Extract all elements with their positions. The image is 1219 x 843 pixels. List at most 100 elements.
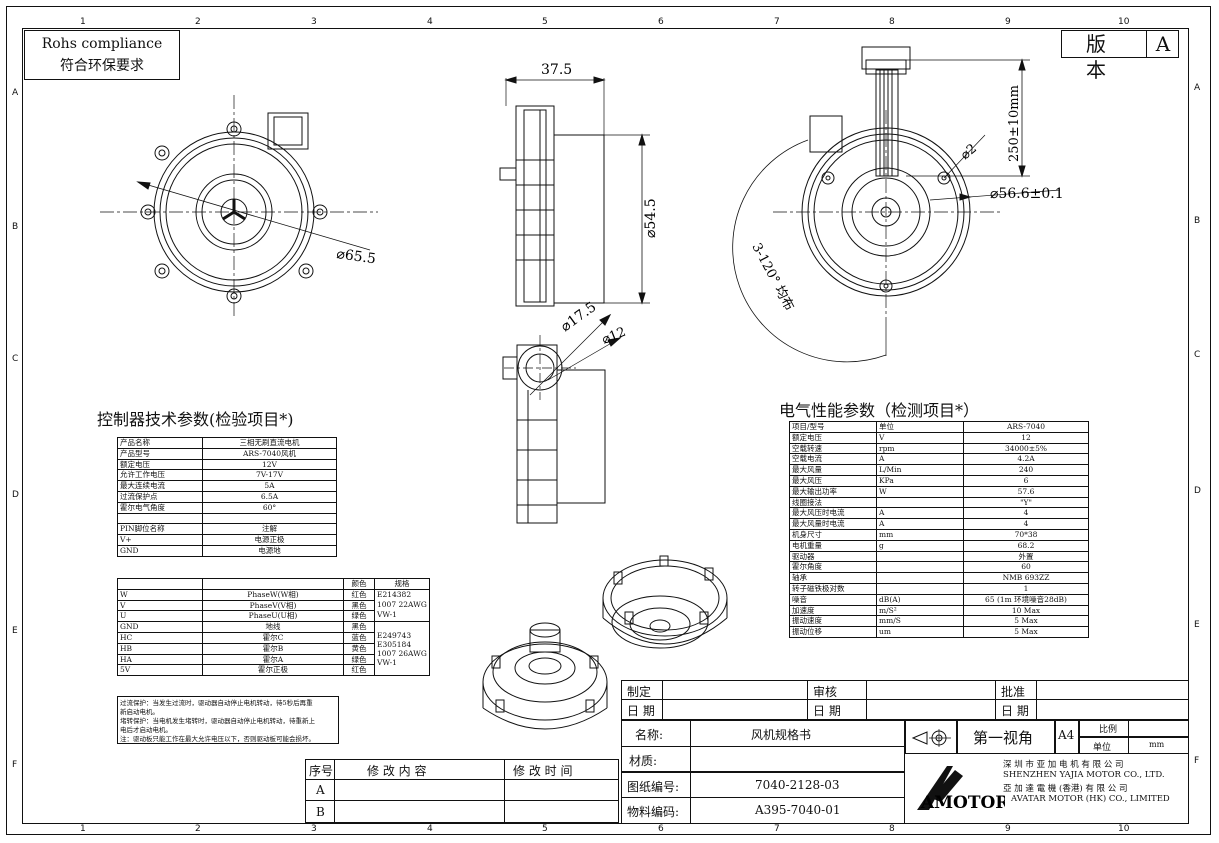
pin-note: 电源地 (202, 544, 337, 557)
elec-cell-value: 4 (963, 518, 1089, 530)
pin-name: V (117, 599, 203, 612)
elec-cell-unit: V (876, 431, 964, 444)
elec-header-item: 项目/型号 (789, 421, 877, 433)
rev-header-seq: 序号 (309, 764, 334, 778)
company-cn: 深 圳 市 亚 加 电 机 有 限 公 司 (1003, 760, 1124, 770)
pin-note: 地线 (202, 621, 344, 633)
revision-label: 版 本 (1062, 31, 1147, 82)
pin-color: 蓝色 (343, 631, 375, 644)
tb-projection: 第一视角 (973, 729, 1034, 747)
elec-cell-unit: A (876, 453, 964, 466)
elec-cell-item: 额定电压 (789, 431, 877, 444)
elec-cell-unit (876, 572, 964, 584)
elec-cell-value: 5 Max (963, 615, 1089, 628)
elec-cell-value: 60 (963, 561, 1089, 574)
elec-cell-item: 电机重量 (789, 539, 877, 552)
elec-cell-value: 外置 (963, 550, 1089, 563)
pin-name: V+ (117, 534, 203, 546)
rohs-line-cn: 符合环保要求 (60, 58, 144, 74)
spec-value: 12V (202, 458, 337, 471)
spec2-line: E305184 (377, 639, 412, 649)
tb-date-2: 日 期 (813, 704, 841, 718)
zone-left-a: A (12, 88, 19, 98)
pin-note: 霍尔B (202, 642, 344, 655)
pin-name: 5V (117, 664, 203, 677)
elec-cell-item: 空载电流 (789, 453, 877, 466)
front-view (100, 95, 378, 318)
spec1-line: E214382 (377, 590, 412, 600)
elec-cell-unit: KPa (876, 474, 964, 487)
pin-color: 黄色 (343, 642, 375, 655)
zone-bottom-1: 1 (80, 824, 86, 834)
elec-cell-value: 65 (1m 环境噪音28dB) (963, 593, 1089, 606)
spec-label: 过流保护点 (117, 490, 203, 503)
dim-d655: ⌀65.5 (335, 246, 376, 267)
tb-name-label: 名称: (635, 728, 664, 742)
note-line: 过流保护：当发生过流时，驱动器自动停止电机转动，待5秒后再重 (120, 699, 313, 707)
spec1-line: VW-1 (377, 610, 397, 620)
zone-right-d: D (1194, 486, 1201, 496)
tb-material-label: 材质: (629, 754, 658, 768)
elec-cell-unit: W (876, 485, 964, 498)
spec-value: 60° (202, 501, 337, 514)
zone-top-4: 4 (427, 17, 433, 27)
elec-cell-value: 1 (963, 582, 1089, 595)
note-line: 新启动电机。 (120, 708, 159, 716)
tb-paper: A4 (1058, 728, 1075, 742)
elec-cell-item: 最大输出功率 (789, 485, 877, 498)
projection-icon (911, 729, 951, 747)
elec-cell-value: 12 (963, 431, 1089, 444)
elec-cell-item: 最大风压 (789, 474, 877, 487)
elec-cell-unit: dB(A) (876, 593, 964, 606)
table-row: 驱动器外置 (789, 550, 1089, 563)
pin-header-name: PIN脚位名称 (117, 523, 203, 536)
table-row: 转子磁铁极对数 1 (789, 582, 1089, 595)
elec-cell-item: 最大风量 (789, 464, 877, 476)
zone-top-3: 3 (311, 17, 317, 27)
zone-right-c: C (1194, 350, 1201, 360)
spec-label: 霍尔电气角度 (117, 501, 203, 514)
elec-cell-item: 振动速度 (789, 615, 877, 628)
spec2-line: 1007 26AWG (377, 648, 427, 658)
zone-bottom-9: 9 (1005, 824, 1011, 834)
elec-cell-value: 57.6 (963, 485, 1089, 498)
dim-holes: 3-120° 均布 (748, 241, 796, 313)
pin-note: PhaseV(V相) (202, 599, 344, 612)
note-line: 注：驱动板只能工作在最大允许电压以下，否则驱动板可能会损坏。 (120, 735, 315, 743)
pin-name: GND (117, 544, 203, 557)
elec-header-unit: 单位 (876, 421, 964, 433)
company-en: SHENZHEN YAJIA MOTOR CO., LTD. (1003, 770, 1165, 780)
zone-bottom-6: 6 (658, 824, 664, 834)
zone-left-d: D (12, 490, 19, 500)
zone-top-6: 6 (658, 17, 664, 27)
wire-spec-header: 规格 (374, 578, 430, 590)
rev-header-content: 修 改 内 容 (367, 764, 427, 778)
spec2-line: E249743 (377, 630, 412, 640)
tb-made: 制定 (627, 685, 652, 699)
pin-note: PhaseW(W相) (202, 588, 344, 601)
tb-unit-label: 单位 (1093, 743, 1112, 753)
elec-cell-value: 6 (963, 474, 1089, 487)
pin-note: 霍尔正极 (202, 664, 344, 677)
note-line: 电后才启动电机。 (120, 726, 172, 734)
spec-value: 5A (202, 480, 337, 492)
pin-name: U (117, 610, 203, 623)
table-row (117, 512, 337, 525)
elec-cell-unit (876, 561, 964, 574)
spec-value: 7V-17V (202, 469, 337, 482)
pin-name: HC (117, 631, 203, 644)
elec-cell-item: 转子磁铁极对数 (789, 582, 877, 595)
zone-bottom-7: 7 (774, 824, 780, 834)
title-block: 制定 日 期 审核 日 期 批准 日 期 名称: 风机规格书 材质: 图纸编号:… (621, 680, 1189, 824)
wire-color-header: 颜色 (343, 578, 375, 590)
